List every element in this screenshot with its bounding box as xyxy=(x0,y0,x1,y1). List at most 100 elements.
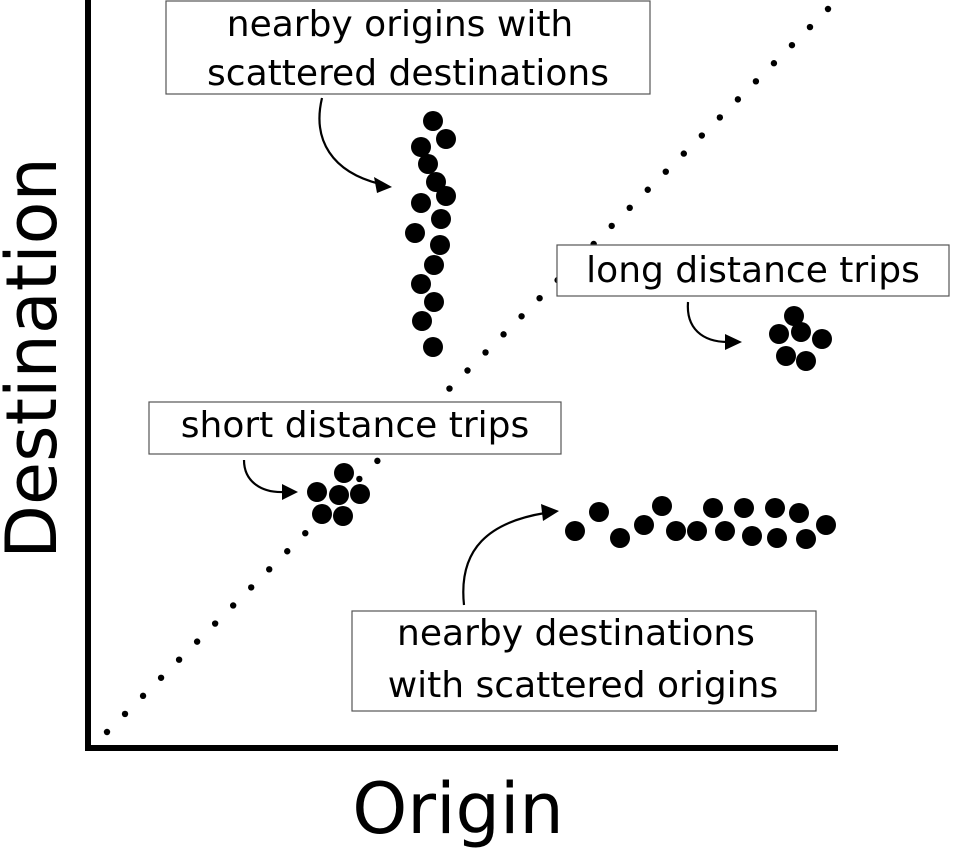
cluster-long-distance xyxy=(769,306,832,371)
trip-dot xyxy=(411,137,431,157)
y-axis-title: Destination xyxy=(0,157,73,559)
trip-dot xyxy=(436,129,456,149)
trip-dot xyxy=(687,521,707,541)
diagonal-dot xyxy=(536,295,543,302)
diagonal-dot xyxy=(662,168,669,175)
cluster-nearby-origins xyxy=(405,111,456,357)
label-line-2: scattered destinations xyxy=(207,53,609,94)
trip-dot xyxy=(565,521,585,541)
diagonal-dot xyxy=(752,78,760,85)
diagonal-dot xyxy=(248,584,255,591)
label-box xyxy=(165,0,651,95)
diagonal-dot xyxy=(824,5,832,13)
trip-dot xyxy=(776,346,796,366)
diagonal-dot xyxy=(680,150,687,157)
trip-dot xyxy=(411,193,431,213)
trip-dot xyxy=(589,502,609,522)
label-line-1: nearby destinations xyxy=(397,613,755,654)
trip-dot xyxy=(333,506,353,526)
diagonal-dot xyxy=(193,638,201,645)
arrow-short-distance xyxy=(242,459,298,500)
x-axis-title: Origin xyxy=(352,768,564,849)
trip-dot xyxy=(703,498,723,518)
trip-dot xyxy=(789,503,809,523)
label-long-distance: long distance trips xyxy=(556,244,950,297)
arrow-nearby-destinations xyxy=(462,504,559,606)
label-nearby-origins: nearby origins with scattered destinatio… xyxy=(165,0,651,95)
trip-dot xyxy=(436,186,456,206)
diagonal-dot xyxy=(518,313,525,320)
trip-dot xyxy=(431,209,451,229)
diagonal-dot xyxy=(698,132,706,139)
trip-dot xyxy=(334,463,354,483)
diagonal-dot xyxy=(626,204,633,212)
arrow-nearby-origins xyxy=(318,97,392,193)
label-line-1: nearby origins with xyxy=(227,4,574,45)
diagonal-dot xyxy=(482,349,489,356)
diagonal-dot xyxy=(500,331,507,338)
trip-dot xyxy=(767,528,787,548)
axes xyxy=(85,0,838,751)
trip-dot xyxy=(791,322,811,342)
trip-dot xyxy=(610,528,630,548)
diagonal-dot xyxy=(139,692,147,700)
trip-dot xyxy=(312,504,332,524)
trip-dot xyxy=(666,521,686,541)
trip-dot xyxy=(307,482,327,502)
diagonal-dot xyxy=(446,385,453,392)
trip-dot xyxy=(423,111,443,131)
label-line-1: short distance trips xyxy=(181,405,529,446)
diagonal-dot xyxy=(806,23,814,31)
trip-dot xyxy=(418,154,438,174)
trip-dot xyxy=(769,324,789,344)
trip-dot xyxy=(411,274,431,294)
label-line-1: long distance trips xyxy=(586,250,920,291)
diagonal-dot xyxy=(770,60,778,67)
diagonal-dot xyxy=(302,529,309,537)
diagonal-dot xyxy=(356,475,363,483)
diagonal-dot xyxy=(464,367,471,374)
trip-dot xyxy=(765,498,785,518)
diagonal-dot xyxy=(175,656,183,663)
trip-dot xyxy=(405,223,425,243)
trip-dot xyxy=(796,351,816,371)
diagonal-dot xyxy=(284,548,291,555)
arrow-long-distance xyxy=(686,301,742,350)
label-box xyxy=(351,610,817,712)
diagonal-dot xyxy=(608,222,615,230)
trip-dot xyxy=(412,311,432,331)
trip-dot xyxy=(424,292,444,312)
trip-dot xyxy=(784,306,804,326)
label-line-2: with scattered origins xyxy=(388,665,779,706)
trip-dot xyxy=(816,515,836,535)
trip-dot xyxy=(634,515,654,535)
diagonal-dot xyxy=(266,566,273,573)
label-nearby-destinations: nearby destinations with scattered origi… xyxy=(351,610,817,712)
trip-dot xyxy=(424,255,444,275)
diagonal-dot xyxy=(157,674,165,681)
cluster-short-distance xyxy=(307,463,370,526)
label-box xyxy=(148,401,562,455)
diagonal-dot xyxy=(734,96,742,103)
diagonal-dot xyxy=(211,620,219,627)
diagonal-dot xyxy=(121,710,129,718)
diagonal-dot xyxy=(103,728,111,736)
diagonal-dot xyxy=(229,602,237,609)
label-box xyxy=(556,244,950,297)
trip-dot xyxy=(796,529,816,549)
trip-dot xyxy=(734,498,754,518)
diagonal-dot xyxy=(374,457,381,465)
trip-dot xyxy=(715,521,735,541)
diagonal-dot xyxy=(716,114,724,121)
trip-dot xyxy=(426,172,446,192)
trip-dot xyxy=(742,526,762,546)
diagonal-dot xyxy=(644,186,651,193)
trip-dot xyxy=(652,496,672,516)
trip-dot xyxy=(350,484,370,504)
trip-dot xyxy=(430,235,450,255)
trip-dot xyxy=(812,329,832,349)
label-short-distance: short distance trips xyxy=(148,401,562,455)
cluster-nearby-destinations xyxy=(565,496,836,549)
diagonal-dot xyxy=(788,41,796,49)
